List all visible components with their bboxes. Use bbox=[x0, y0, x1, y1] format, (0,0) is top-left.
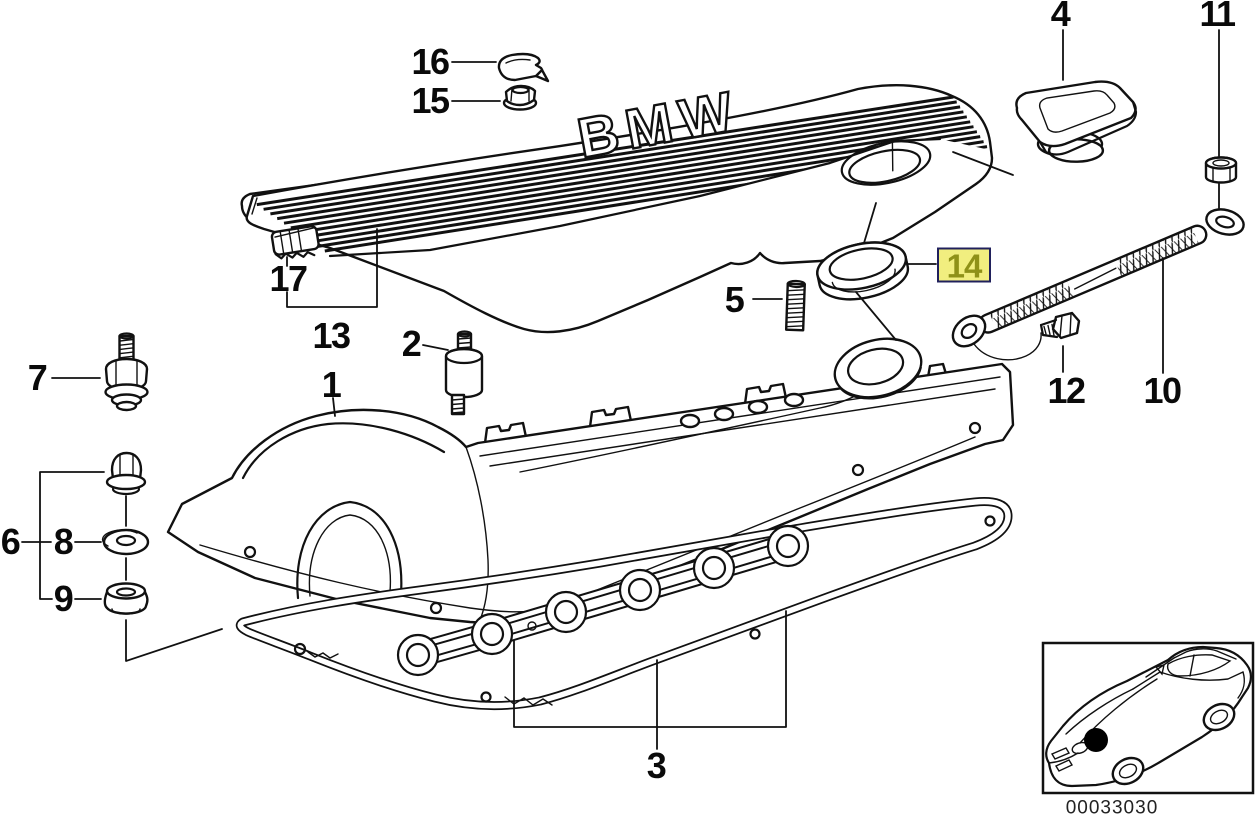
cylinder-head-cover-drawing[interactable] bbox=[166, 330, 1015, 626]
ground-strap-10-drawing[interactable] bbox=[947, 205, 1247, 361]
callout-14-highlighted[interactable]: 14 bbox=[937, 247, 991, 283]
clip-16-drawing[interactable] bbox=[497, 52, 550, 83]
washer-8-drawing[interactable] bbox=[101, 528, 150, 556]
callout-4[interactable]: 4 bbox=[1050, 0, 1071, 34]
image-code: 00033030 bbox=[1065, 797, 1159, 819]
rubber-buffer-17-drawing[interactable] bbox=[270, 225, 320, 262]
callout-5[interactable]: 5 bbox=[724, 279, 745, 320]
callout-7[interactable]: 7 bbox=[27, 357, 48, 398]
gasket-set-3-drawing[interactable] bbox=[235, 497, 1013, 711]
callout-6[interactable]: 6 bbox=[0, 521, 21, 562]
callout-12[interactable]: 12 bbox=[1047, 370, 1086, 411]
callout-2[interactable]: 2 bbox=[401, 323, 422, 364]
stud-5-drawing[interactable] bbox=[784, 279, 806, 332]
car-location-inset bbox=[1041, 641, 1255, 795]
screw-12-drawing[interactable] bbox=[1039, 311, 1081, 340]
location-marker-dot bbox=[1084, 728, 1108, 752]
sealing-ring-14-drawing[interactable] bbox=[813, 235, 912, 307]
rubber-mount-2-drawing[interactable] bbox=[444, 330, 484, 416]
flange-nut-15-drawing[interactable] bbox=[502, 84, 538, 111]
callout-1[interactable]: 1 bbox=[321, 364, 342, 405]
callout-9[interactable]: 9 bbox=[53, 578, 74, 619]
seal-grommet-9-drawing[interactable] bbox=[103, 582, 149, 615]
callout-11[interactable]: 11 bbox=[1199, 0, 1236, 34]
cover-filler-hole bbox=[840, 139, 932, 186]
callout-16[interactable]: 16 bbox=[411, 41, 450, 82]
callout-10[interactable]: 10 bbox=[1143, 370, 1182, 411]
callout-13[interactable]: 13 bbox=[312, 315, 351, 356]
callout-8[interactable]: 8 bbox=[53, 521, 74, 562]
callout-17[interactable]: 17 bbox=[269, 258, 308, 299]
nut-11-drawing[interactable] bbox=[1204, 156, 1238, 184]
callout-3[interactable]: 3 bbox=[646, 745, 667, 786]
cap-nut-6-drawing[interactable] bbox=[105, 451, 147, 496]
callout-15[interactable]: 15 bbox=[411, 80, 450, 121]
oil-filler-cap-drawing[interactable] bbox=[1015, 80, 1138, 163]
leader-lines bbox=[21, 29, 1220, 750]
bolt-7-drawing[interactable] bbox=[104, 332, 149, 412]
car-outline bbox=[1045, 645, 1252, 788]
